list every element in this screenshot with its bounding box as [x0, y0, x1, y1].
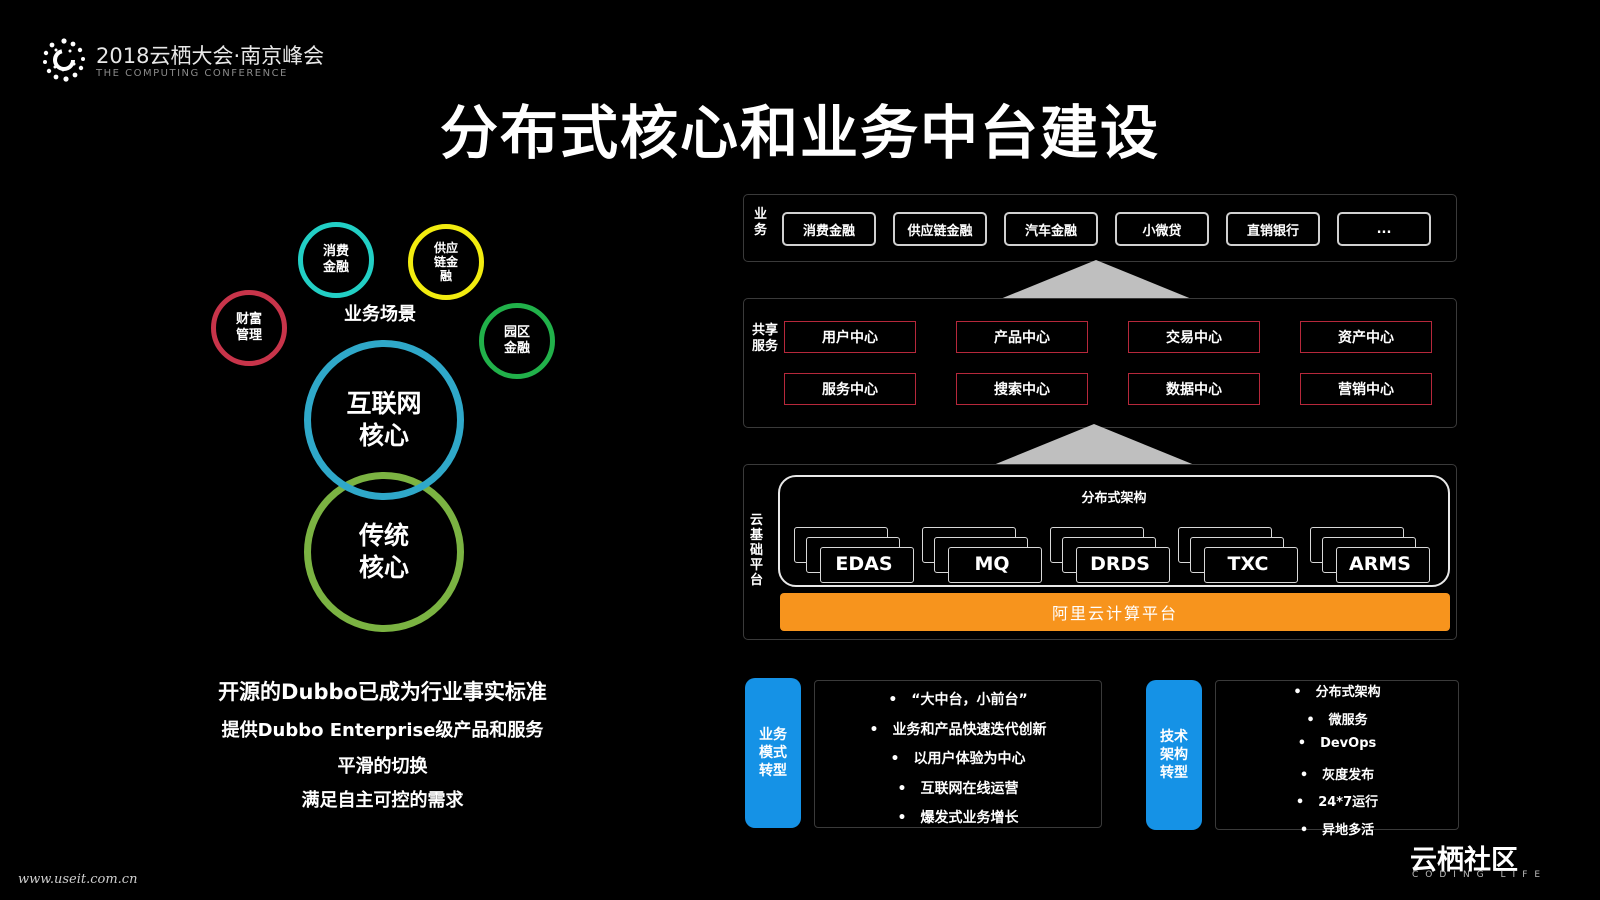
svc-product-center: 产品中心 [956, 321, 1088, 353]
product-mq: MQ [922, 527, 1046, 587]
svc-data-center: 数据中心 [1128, 373, 1260, 405]
circle-supply-chain-finance: 供应 链金 融 [408, 224, 484, 300]
tech-architecture-list-box: •分布式架构 •微服务 •DevOps •灰度发布 •24*7运行 •异地多活 [1215, 680, 1459, 838]
biz-item-supply-chain-finance: 供应链金融 [893, 212, 987, 246]
product-txc: TXC [1178, 527, 1302, 587]
svc-trade-center: 交易中心 [1128, 321, 1260, 353]
conference-title: 2018云栖大会·南京峰会 [96, 44, 325, 68]
footer-brand: 云栖社区 [1410, 845, 1518, 876]
left-line-2: 提供Dubbo Enterprise级产品和服务 [221, 720, 544, 741]
list-item: •以用户体验为中心 [890, 751, 1026, 767]
biz-item-direct-bank: 直销银行 [1226, 212, 1320, 246]
circle-consumer-finance: 消费 金融 [298, 222, 374, 298]
circle-wealth-management: 财富 管理 [211, 290, 287, 366]
svc-service-center: 服务中心 [784, 373, 916, 405]
business-layer: 业 务 消费金融 供应链金融 汽车金融 小微贷 直销银行 ... [743, 194, 1457, 262]
list-item: •业务和产品快速迭代创新 [869, 721, 1047, 738]
footer-url: www.useit.com.cn [18, 872, 138, 887]
left-line-3: 平滑的切换 [337, 756, 428, 777]
conference-subtitle: THE COMPUTING CONFERENCE [96, 68, 288, 79]
list-item: •24*7运行 [1295, 795, 1379, 810]
list-item: •分布式架构 [1293, 685, 1381, 700]
left-line-1: 开源的Dubbo已成为行业事实标准 [218, 680, 547, 704]
distributed-architecture-frame: 分布式架构 EDAS MQ DRDS TXC ARMS [778, 475, 1450, 587]
product-name: DRDS [1090, 553, 1150, 575]
business-scene-label: 业务场景 [344, 304, 416, 325]
business-layer-label: 业 务 [754, 207, 768, 238]
distributed-architecture-label: 分布式架构 [1081, 491, 1147, 506]
shared-services-label: 共享 服务 [752, 323, 779, 354]
circle-label: 财富 管理 [235, 312, 262, 343]
tech-architecture-list: •分布式架构 •微服务 •DevOps •灰度发布 •24*7运行 •异地多活 [1216, 681, 1458, 846]
slide-title: 分布式核心和业务中台建设 [439, 99, 1160, 167]
circle-park-finance: 园区 金融 [479, 303, 555, 379]
svc-user-center: 用户中心 [784, 321, 916, 353]
product-name: TXC [1227, 553, 1269, 575]
product-name: EDAS [835, 553, 893, 575]
product-arms: ARMS [1310, 527, 1434, 587]
product-drds: DRDS [1050, 527, 1174, 587]
svc-marketing-center: 营销中心 [1300, 373, 1432, 405]
circle-label: 传统 核心 [358, 521, 409, 582]
product-edas: EDAS [794, 527, 918, 587]
list-item: •灰度发布 [1299, 767, 1375, 783]
product-name: MQ [974, 553, 1010, 575]
left-line-4: 满足自主可控的需求 [301, 790, 464, 811]
tech-architecture-transform-label: 技术 架构 转型 [1146, 680, 1202, 830]
shared-services-layer: 共享 服务 用户中心 产品中心 交易中心 资产中心 服务中心 搜索中心 数据中心… [743, 298, 1457, 428]
circle-label: 互联网 核心 [346, 389, 422, 450]
list-item: •“大中台，小前台” [888, 692, 1028, 708]
circle-label: 消费 金融 [322, 244, 349, 275]
yunqi-logo-icon [43, 38, 85, 82]
svc-asset-center: 资产中心 [1300, 321, 1432, 353]
business-model-list: •“大中台，小前台” •业务和产品快速迭代创新 •以用户体验为中心 •互联网在线… [815, 681, 1101, 837]
product-name: ARMS [1349, 553, 1411, 575]
arrow-up-triangle [988, 260, 1204, 304]
biz-item-auto-finance: 汽车金融 [1004, 212, 1098, 246]
circle-internet-core: 互联网 核心 [304, 340, 464, 500]
circle-label: 园区 金融 [503, 325, 530, 356]
biz-item-micro-loan: 小微贷 [1115, 212, 1209, 246]
list-item: •互联网在线运营 [897, 780, 1019, 797]
aliyun-platform-bar: 阿里云计算平台 [780, 593, 1450, 631]
list-item: •异地多活 [1299, 822, 1375, 838]
business-model-transform-label: 业务 模式 转型 [745, 678, 801, 828]
footer-brand-subtitle: CODING LIFE [1412, 870, 1548, 880]
business-model-list-box: •“大中台，小前台” •业务和产品快速迭代创新 •以用户体验为中心 •互联网在线… [814, 680, 1102, 828]
biz-item-more: ... [1337, 212, 1431, 246]
list-item: •微服务 [1306, 712, 1368, 728]
cloud-infra-label: 云 基 础 平 台 [750, 513, 764, 588]
svc-search-center: 搜索中心 [956, 373, 1088, 405]
list-item: •DevOps [1297, 736, 1377, 751]
cloud-infra-layer: 云 基 础 平 台 分布式架构 EDAS MQ DRDS TXC ARMS 阿里… [743, 464, 1457, 640]
arrow-up-triangle [986, 424, 1202, 468]
biz-item-consumer-finance: 消费金融 [782, 212, 876, 246]
circle-label: 供应 链金 融 [433, 241, 458, 283]
list-item: •爆发式业务增长 [897, 810, 1019, 826]
